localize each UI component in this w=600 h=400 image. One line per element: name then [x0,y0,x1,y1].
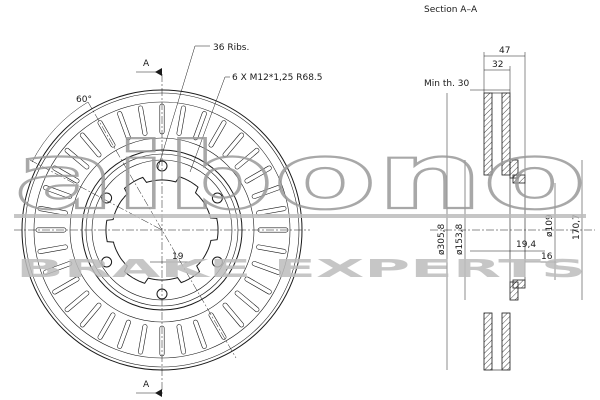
rib [117,111,131,141]
hub-flange-top [512,174,526,184]
ribs-leader [157,45,196,169]
dim-bore-label: ø109 [545,214,555,237]
rib [138,324,148,355]
rib [138,105,148,136]
rib [79,302,102,328]
friction-face-right-bottom [501,312,511,371]
min-thickness-label: Min th. 30 [424,79,470,89]
angle-label: 60° [76,95,92,105]
friction-face-left-top [483,92,493,176]
center-line-diag-1 [87,101,237,359]
rib [234,147,260,170]
rib [251,261,281,275]
section-view: Section A–A 47 32 Min th. 30 ø305,8 ø153 [424,5,595,371]
section-marker-bottom: A [143,380,150,390]
rib [244,165,272,184]
dim-height-label: 170,7 [572,214,582,240]
rib [222,132,245,158]
watermark-brand: aibono [14,123,586,230]
watermark-underline [14,214,586,218]
rib [193,319,207,349]
rib [64,290,90,313]
rib [52,276,80,295]
dim-outer-diameter-label: ø305,8 [437,223,447,255]
dim-47-label: 47 [499,46,510,56]
watermark-logo: aibono BRAKE EXPERTS [13,122,587,283]
rib [97,312,116,340]
hub-flange-bottom [512,279,526,289]
friction-face-right-top [501,92,511,176]
rib [256,244,287,254]
bolt-hole [211,256,223,268]
section-arrow-bottom [155,389,162,397]
dim-32-label: 32 [492,60,503,70]
holes-label: 6 X M12*1,25 R68.5 [232,73,323,83]
section-arrow-top [155,68,162,76]
section-marker-top: A [143,59,150,69]
front-view: 60° A A 36 Ribs. 6 X M12*1,25 R68.5 19 [14,43,323,397]
angle-arc [31,101,89,163]
section-title: Section A–A [424,5,478,15]
ventilation-ribs [35,103,289,357]
rib [251,185,281,199]
watermark-tagline: BRAKE EXPERTS [16,254,586,283]
ribs-label: 36 Ribs. [213,43,249,53]
rib [176,324,186,355]
rib [117,319,131,349]
dim-hub-thickness-label: 19,4 [516,240,536,250]
rib [52,165,80,184]
rib [234,290,260,313]
rib [193,111,207,141]
rib [43,261,73,275]
rib [176,105,186,136]
rib [256,206,287,216]
friction-face-left-bottom [483,312,493,371]
center-line-diag-2 [29,159,163,231]
rib [37,206,68,216]
bolt-hole [101,256,113,268]
rib [208,120,227,148]
rib [79,132,102,158]
dim-hat-diameter-label: ø153,8 [455,223,465,255]
bolt-hole [211,192,223,204]
rib [64,147,90,170]
dim-flange-label: 16 [541,252,553,262]
rib [222,302,245,328]
rib [244,276,272,295]
rib [43,185,73,199]
rib [37,244,68,254]
holes-leader [189,76,226,173]
hub-width-label: 19 [172,252,184,262]
